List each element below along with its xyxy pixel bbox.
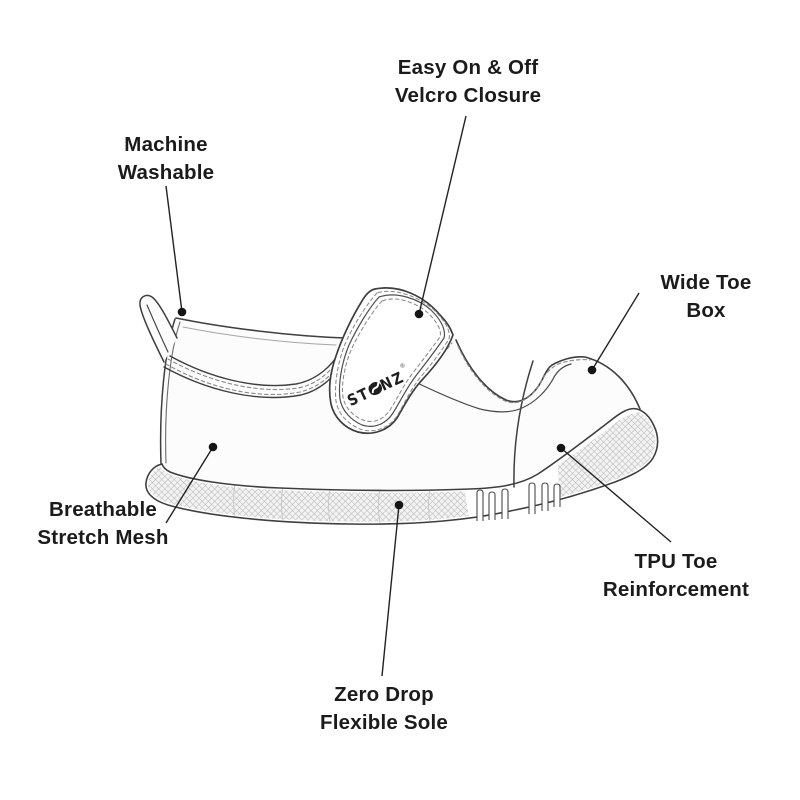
leader-velcro-closure-dot — [414, 309, 424, 319]
callout-leaders — [165, 115, 672, 677]
leader-breathable-mesh-line — [165, 446, 214, 524]
flex-grooves — [476, 482, 561, 521]
leader-zero-drop-dot — [394, 500, 404, 510]
leader-tpu-toe-dot — [556, 443, 566, 453]
leader-tpu-toe-line — [560, 447, 672, 543]
leader-wide-toe-box-dot — [587, 365, 597, 375]
callout-velcro-closure-label: Easy On & Off Velcro Closure — [394, 56, 542, 107]
callout-machine-washable-label: Machine Washable — [117, 133, 215, 184]
tread-seams — [233, 483, 431, 524]
trademark-symbol: ® — [399, 362, 406, 370]
instep-opening-edge — [455, 339, 641, 410]
heel-pull-tab — [139, 294, 178, 363]
callout-tpu-toe-reinforcement-label: TPU Toe Reinforcement — [602, 550, 750, 601]
callout-zero-drop-flexible-sole-label: Zero Drop Flexible Sole — [320, 683, 448, 734]
upper — [139, 294, 641, 488]
leader-wide-toe-box-line — [591, 292, 640, 371]
stonz-logo-o-icon — [369, 382, 383, 395]
velcro-strap: STONZ ® — [328, 287, 454, 435]
leader-zero-drop-line — [381, 504, 400, 677]
collar-topline — [175, 317, 346, 339]
leader-machine-washable-line — [165, 185, 183, 313]
callout-dots — [177, 307, 597, 510]
callout-breathable-stretch-mesh-label: Breathable Stretch Mesh — [37, 498, 169, 549]
toe-cap-seam — [513, 360, 534, 488]
leader-breathable-mesh-dot — [208, 442, 218, 452]
leader-machine-washable-dot — [177, 307, 187, 317]
leader-velcro-closure-line — [418, 115, 467, 315]
callout-wide-toe-box-label: Wide Toe Box — [660, 271, 752, 322]
